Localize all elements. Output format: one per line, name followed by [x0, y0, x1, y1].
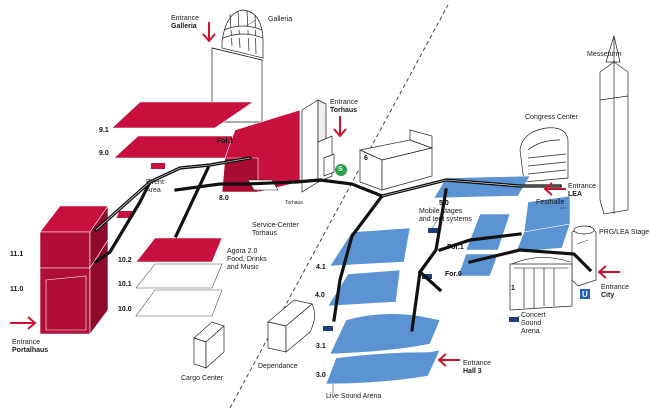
hall-1-building [509, 257, 573, 311]
hall-6-label: 6 [364, 155, 368, 162]
hall-10-2 [135, 237, 223, 263]
divider-line [229, 4, 449, 409]
live-sound-arena-label: Live Sound Arena [326, 393, 382, 400]
festhalle-label: Festhalle [536, 199, 565, 206]
hall-3-1 [329, 313, 441, 355]
hall-9-1 [111, 101, 254, 129]
cargo-center-building [193, 321, 225, 369]
hall-3-0 [325, 349, 441, 385]
hall-11-1-label: 11.1 [10, 251, 24, 258]
hall-10-1-label: 10.1 [118, 281, 132, 288]
building-6 [358, 129, 434, 191]
hall-9-1-label: 9.1 [99, 127, 109, 134]
hall-3-0-label: 3.0 [316, 372, 326, 379]
hall-fol-1-label: Fol.1 [217, 138, 234, 145]
arrow-portalhaus [10, 316, 37, 330]
hall-10-0 [135, 289, 223, 317]
congress-center-building [519, 127, 569, 183]
hall-4-0 [327, 269, 401, 307]
cargo-center-label: Cargo Center [181, 375, 224, 382]
dependance-label: Dependance [258, 363, 298, 370]
messeturm-label: Messeturm [587, 51, 622, 58]
hall-8-0-label: 8.0 [219, 195, 229, 202]
leader-lines [245, 19, 589, 394]
congress-center-label: Congress Center [525, 114, 578, 121]
hall-for-0-label: For.0 [445, 271, 462, 278]
hall-4-1-label: 4.1 [316, 264, 326, 271]
festhalle-building [515, 195, 571, 253]
galleria-label: Galleria [268, 16, 293, 23]
ubahn-icon-box [580, 289, 590, 299]
sbahn-icon-circle [335, 164, 347, 176]
event-area-marker [151, 163, 165, 169]
prg-lea-stage-label: PRG/LEA Stage [599, 229, 650, 236]
ubahn-icon: U [582, 290, 588, 299]
sbahn-icon: S [338, 166, 343, 173]
hall-9-0-label: 9.0 [99, 150, 109, 157]
hall-10-1 [135, 263, 223, 289]
hall-for-1 [465, 213, 511, 251]
arrow-hall3 [437, 353, 460, 367]
hall-11-0-label: 11.0 [10, 286, 24, 293]
concert-sound-marker [509, 317, 519, 322]
hall-3-1-marker [323, 326, 333, 331]
hall-10-2-label: 10.2 [118, 257, 132, 264]
torhaus-building [301, 99, 335, 193]
galleria-building [211, 9, 264, 123]
arrow-lea [543, 182, 566, 196]
hall-4-1 [329, 227, 411, 267]
hall-10-0-label: 10.0 [118, 306, 132, 313]
hall-for-1-label: For.1 [447, 244, 464, 251]
hall-for-0 [457, 253, 499, 277]
hall-11-0 [39, 238, 109, 335]
mobile-stages-marker [428, 228, 438, 233]
hall-4-0-label: 4.0 [315, 292, 325, 299]
hall-3-1-label: 3.1 [316, 343, 326, 350]
arrow-torhaus [333, 116, 347, 138]
dependance-building [267, 299, 315, 353]
arrow-galleria [202, 22, 216, 43]
hall-5-0-label: 5.0 [439, 200, 449, 207]
arrow-city [597, 265, 620, 279]
messeturm-tower [599, 34, 629, 215]
hall-1-label: 1 [511, 285, 515, 292]
torhaus-small-label: Torhaus [285, 200, 303, 206]
